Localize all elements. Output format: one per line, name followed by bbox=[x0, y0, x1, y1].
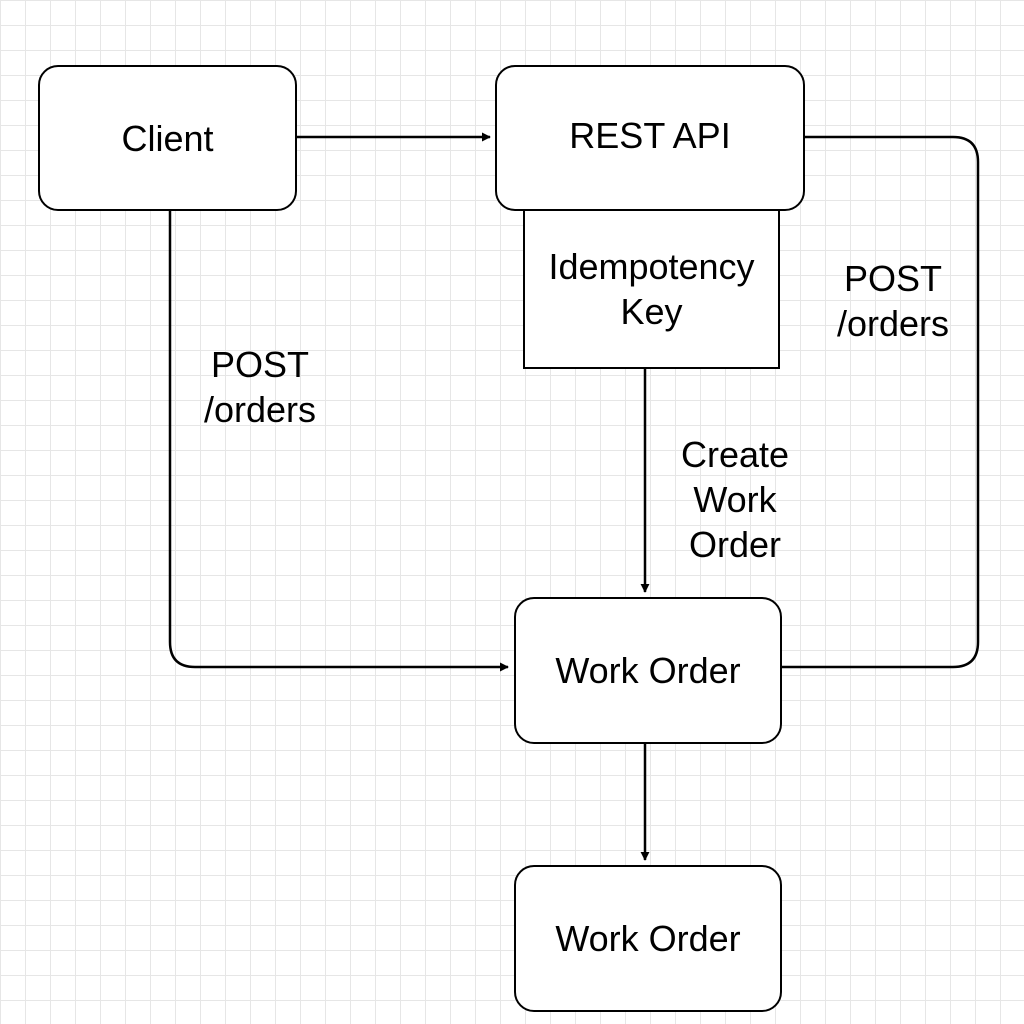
node-client-label: Client bbox=[121, 117, 214, 159]
node-work-order-2[interactable]: Work Order bbox=[514, 865, 782, 1012]
node-rest-api-label: REST API bbox=[569, 115, 731, 156]
edge-client-to-work-order bbox=[168, 210, 509, 672]
node-client[interactable]: Client bbox=[38, 65, 297, 211]
node-work-order-2-label: Work Order bbox=[555, 918, 741, 959]
node-rest-api[interactable]: REST API bbox=[495, 65, 805, 211]
edge-rest-api-to-work-order bbox=[781, 135, 980, 669]
node-idempotency-key[interactable]: Idempotency Key bbox=[523, 209, 780, 369]
node-idempotency-key-label: Idempotency Key bbox=[548, 246, 755, 332]
edge-label-api-to-work-order: POST /orders bbox=[836, 258, 950, 344]
edge-label-client-to-work-order: POST /orders bbox=[203, 344, 317, 430]
edge-label-key-to-work-order: Create Work Order bbox=[680, 434, 790, 565]
node-work-order-1[interactable]: Work Order bbox=[514, 597, 782, 744]
node-work-order-1-label: Work Order bbox=[555, 650, 741, 691]
